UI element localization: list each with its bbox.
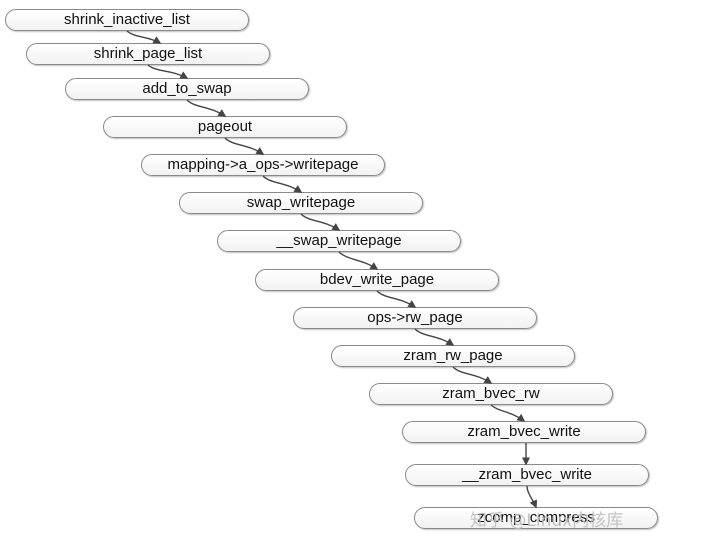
node-add-to-swap: add_to_swap [65, 78, 309, 100]
node-bdev-write-page: bdev_write_page [255, 269, 499, 291]
node-zram-bvec-write: zram_bvec_write [402, 421, 646, 443]
arrow-3 [186, 99, 227, 117]
arrow-7 [338, 251, 379, 270]
arrow-8 [376, 290, 417, 308]
node-ops-rw-page: ops->rw_page [293, 307, 537, 329]
arrow-10 [452, 366, 493, 384]
node-zram-rw-page: zram_rw_page [331, 345, 575, 367]
arrow-11 [490, 404, 526, 422]
node-underscore-zram-bvec-write: __zram_bvec_write [405, 464, 649, 486]
node-swap-writepage: swap_writepage [179, 192, 423, 214]
arrow-5 [262, 175, 303, 193]
node-pageout: pageout [103, 116, 347, 138]
node-mapping-writepage: mapping->a_ops->writepage [141, 154, 385, 176]
arrow-2 [147, 64, 189, 79]
node-shrink-page-list: shrink_page_list [26, 43, 270, 65]
arrow-4 [224, 137, 265, 155]
node-zcomp-compress: zcomp_compress [414, 507, 658, 529]
arrow-9 [414, 328, 455, 346]
node-zram-bvec-rw: zram_bvec_rw [369, 383, 613, 405]
node-underscore-swap-writepage: __swap_writepage [217, 230, 461, 252]
watermark-text: 知乎 @Linux内核库 [470, 511, 624, 531]
arrow-6 [300, 213, 341, 231]
arrow-1 [126, 30, 162, 44]
node-shrink-inactive-list: shrink_inactive_list [5, 9, 249, 31]
arrow-13 [526, 485, 538, 509]
